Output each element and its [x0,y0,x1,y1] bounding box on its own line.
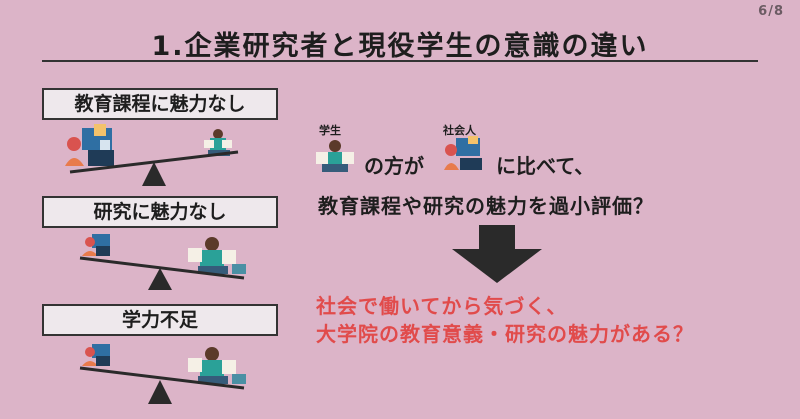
conclusion-line-1: 社会で働いてから気づく、 [316,294,568,318]
comparison-text-1: の方が [364,154,424,178]
page-number: 6/8 [758,4,784,19]
student-label: 学生 [319,124,341,137]
panel-label-ability: 学力不足 [42,304,278,336]
student-reading-icon [188,237,246,274]
seesaw-icon [65,124,239,186]
student-reading-icon [188,347,246,384]
seesaw-icon [79,234,246,290]
conclusion-line-2: 大学院の教育意義・研究の魅力がある？ [316,322,694,346]
comparison-line-2: 教育課程や研究の魅力を過小評価？ [318,194,654,218]
worker-label: 社会人 [443,124,476,137]
worker-at-laptop-icon [82,344,110,366]
page-title: 1.企業研究者と現役学生の意識の違い [151,31,649,62]
seesaw-icon [79,344,246,404]
comparison-text-2: に比べて、 [496,154,595,178]
down-arrow-icon [452,225,542,283]
worker-at-laptop-icon [82,234,110,256]
worker-at-laptop-icon [444,136,482,170]
worker-at-laptop-icon [65,124,114,166]
panel-label-curriculum: 教育課程に魅力なし [42,88,278,120]
title-divider [42,60,758,62]
panel-label-research: 研究に魅力なし [42,196,278,228]
student-reading-icon [316,140,354,172]
